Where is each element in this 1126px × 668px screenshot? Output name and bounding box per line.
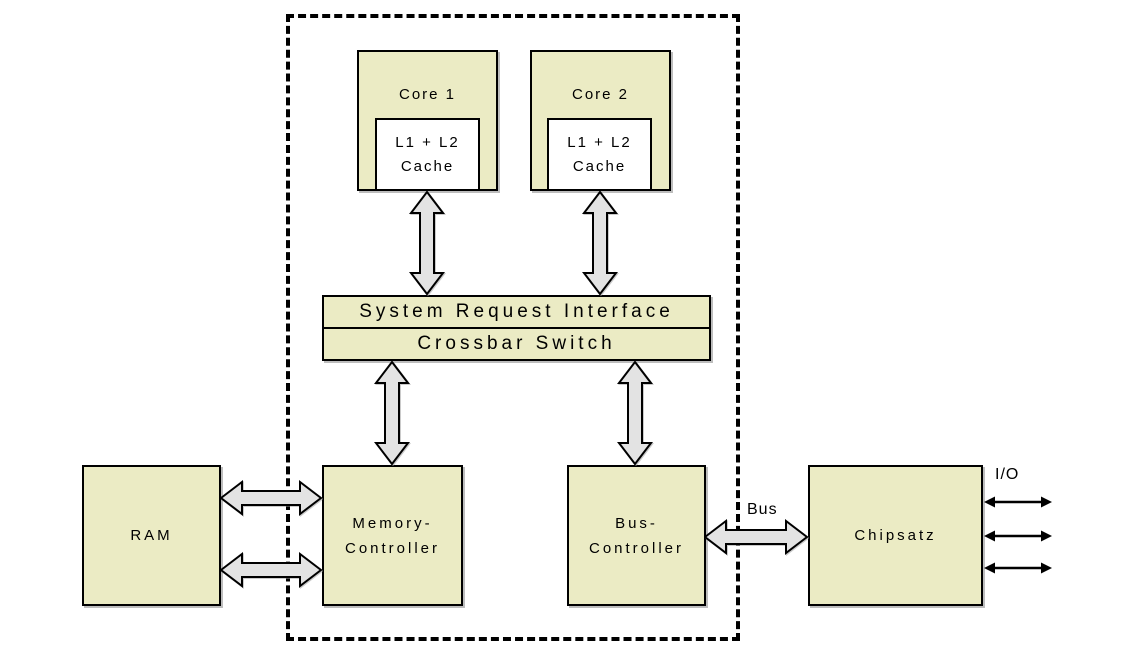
node-crossbar-switch: Crossbar Switch xyxy=(324,329,709,359)
chipset-label: Chipsatz xyxy=(854,527,937,544)
node-sri-crossbar-stack: System Request Interface Crossbar Switch xyxy=(322,295,711,361)
node-system-request-interface: System Request Interface xyxy=(324,297,709,329)
core1-cache-line2: Cache xyxy=(400,157,455,175)
node-core1-cache: L1 + L2 Cache xyxy=(375,118,480,191)
crossbar-label: Crossbar Switch xyxy=(417,333,616,354)
node-core2-label: Core 2 xyxy=(571,86,630,103)
bus-edge-label: Bus xyxy=(747,501,778,518)
ram-label: RAM xyxy=(130,527,173,544)
arrow-crossbar-to-bus-controller xyxy=(617,361,653,465)
arrow-chipset-io-2 xyxy=(984,530,1052,542)
arrow-ram-memory-controller-lower xyxy=(220,552,322,588)
arrow-crossbar-to-memory-controller xyxy=(374,361,410,465)
node-chipset: Chipsatz xyxy=(808,465,983,606)
arrow-chipset-io-1 xyxy=(984,496,1052,508)
core2-cache-line1: L1 + L2 xyxy=(567,133,632,151)
cpu-package-boundary xyxy=(286,14,740,641)
sri-label: System Request Interface xyxy=(359,301,674,322)
node-core2-cache: L1 + L2 Cache xyxy=(547,118,652,191)
bus-controller-line2: Controller xyxy=(588,539,685,557)
arrow-chipset-io-3 xyxy=(984,562,1052,574)
arrow-bus-controller-chipset xyxy=(704,519,808,555)
memory-controller-line2: Controller xyxy=(344,539,441,557)
bus-controller-line1: Bus- xyxy=(615,514,658,532)
node-memory-controller: Memory- Controller xyxy=(322,465,463,606)
node-ram: RAM xyxy=(82,465,221,606)
node-core1-label: Core 1 xyxy=(398,86,457,103)
memory-controller-line1: Memory- xyxy=(352,514,433,532)
node-bus-controller: Bus- Controller xyxy=(567,465,706,606)
io-edge-label: I/O xyxy=(995,466,1020,483)
arrow-core1-cache-to-sri xyxy=(409,191,445,295)
core2-cache-line2: Cache xyxy=(572,157,627,175)
arrow-ram-memory-controller-upper xyxy=(220,480,322,516)
core1-cache-line1: L1 + L2 xyxy=(395,133,460,151)
arrow-core2-cache-to-sri xyxy=(582,191,618,295)
